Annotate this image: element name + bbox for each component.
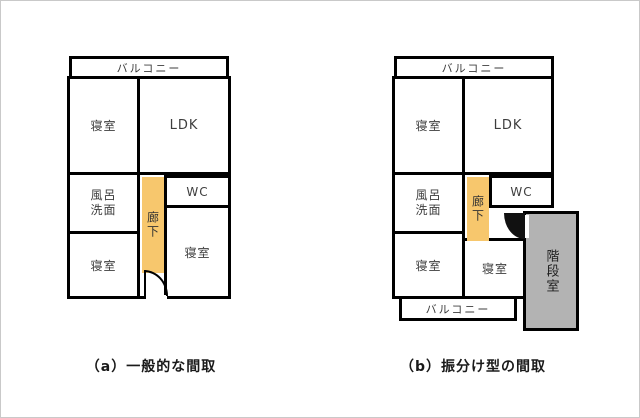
balcony-bottom: バルコニー (399, 296, 517, 321)
entrance-door-gap (146, 295, 167, 300)
ldk-room: LDK (462, 76, 554, 175)
stairwell-door-icon (504, 213, 525, 239)
bedroom-top: 寝室 (392, 76, 465, 175)
bath-washroom: 風呂 洗面 (67, 172, 140, 234)
bedroom-bottom-left: 寝室 (67, 231, 140, 299)
caption-a: （a）一般的な間取 (85, 359, 217, 375)
ldk-room: LDK (137, 76, 231, 175)
wc-room: WC (489, 175, 554, 208)
corridor-highlight: 廊下 (142, 177, 164, 273)
stairwell-door-gap (521, 215, 529, 238)
stairwell-label: 階段室 (543, 248, 559, 294)
bedroom-top: 寝室 (67, 76, 140, 175)
bedroom-bottom-right: 寝室 (462, 238, 528, 299)
caption-b: （b）振分け型の間取 (399, 359, 547, 375)
wc-room: WC (164, 175, 231, 208)
bath-washroom: 風呂 洗面 (392, 172, 465, 234)
bedroom-bottom-right: 寝室 (164, 205, 231, 299)
bedroom-bottom-left: 寝室 (392, 231, 465, 299)
corridor-highlight: 廊下 (467, 177, 489, 241)
stairwell: 階段室 (523, 211, 579, 331)
